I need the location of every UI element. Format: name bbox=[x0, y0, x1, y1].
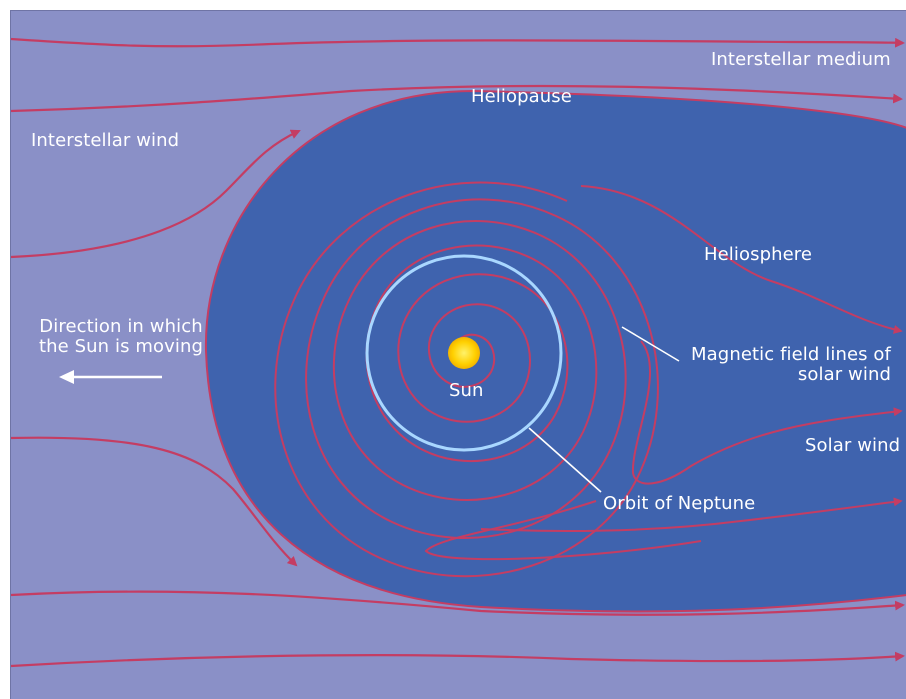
solar-wind-stream-lower bbox=[480, 497, 903, 532]
magnetic-field-leader-line bbox=[621, 326, 680, 362]
diagram-canvas: Interstellar medium Heliopause Interstel… bbox=[10, 10, 906, 699]
interstellar-flow-line-top bbox=[11, 37, 905, 48]
magnetic-field-label: Magnetic field lines of solar wind bbox=[691, 344, 891, 385]
interstellar-medium-label: Interstellar medium bbox=[711, 49, 891, 70]
magnetic-field-spiral bbox=[274, 181, 659, 578]
solar-wind-stream-middle bbox=[631, 340, 903, 485]
heliosphere-label: Heliosphere bbox=[704, 244, 813, 265]
neptune-orbit bbox=[365, 254, 563, 452]
heliopause-label: Heliopause bbox=[471, 86, 572, 107]
interstellar-flow-line-bottom-2 bbox=[11, 651, 905, 668]
solar-wind-stream-upper bbox=[580, 185, 903, 334]
heliosphere-diagram bbox=[11, 37, 906, 668]
interstellar-flow-line-lower bbox=[11, 436, 298, 567]
interstellar-flow-line-bottom-1 bbox=[11, 590, 905, 616]
interstellar-wind-label: Interstellar wind bbox=[31, 130, 180, 151]
interstellar-wind-arrow bbox=[11, 129, 301, 259]
heliosphere-region bbox=[204, 89, 906, 613]
sun-label: Sun bbox=[449, 380, 484, 401]
orbit-leader-line bbox=[528, 427, 602, 493]
interstellar-flow-line-upper bbox=[11, 84, 903, 113]
sun-motion-label: Direction in which the Sun is moving bbox=[38, 316, 204, 357]
solar-wind-label: Solar wind bbox=[805, 435, 901, 456]
sun-icon bbox=[448, 337, 480, 369]
solar-wind-tail-return bbox=[424, 500, 702, 561]
orbit-of-neptune-label: Orbit of Neptune bbox=[603, 493, 756, 514]
direction-arrow bbox=[59, 370, 162, 384]
